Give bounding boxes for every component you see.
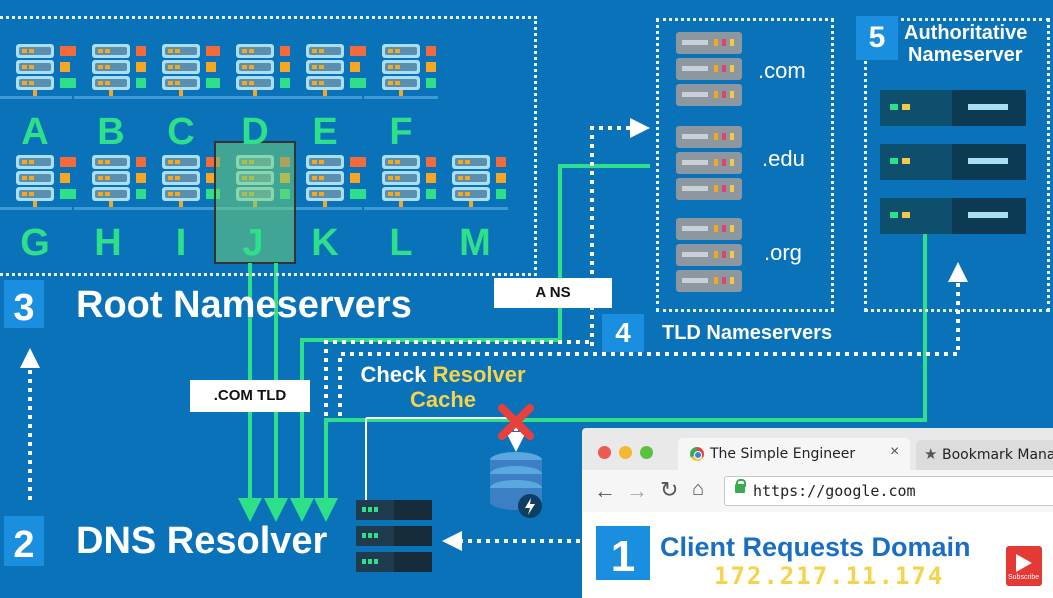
dns-resolver-title: DNS Resolver [76,520,328,562]
authoritative-title-line2: Nameserver [908,44,1023,66]
tld-domain-edu: .edu [762,146,805,171]
step-1-badge: 1 [596,526,650,581]
j-highlight [214,141,296,264]
home-icon[interactable]: ⌂ [692,478,705,500]
cache-label-part2: Resolver [432,362,526,387]
tab-bookmark-manager[interactable]: ★ Bookmark Manag [916,440,1053,470]
tab-title: Bookmark Manag [942,447,1053,463]
client-requests-title: Client Requests Domain [660,532,971,562]
reload-icon[interactable]: ↻ [660,477,679,502]
root-letter: A [21,111,49,153]
chrome-logo-icon [690,447,704,461]
url-text: https://google.com [753,482,916,500]
play-icon [1016,554,1032,572]
url-bar[interactable]: https://google.com [724,476,1053,506]
root-letter: D [241,111,269,153]
browser-content [582,512,1053,598]
root-nameservers-box [0,16,537,276]
tab-close-icon[interactable]: × [890,443,900,460]
maximize-window-button[interactable] [640,446,653,459]
authoritative-title-line1: Authoritative [904,22,1028,44]
check-resolver-cache-label: Check Resolver Cache [348,362,538,412]
root-letter: L [389,222,413,264]
root-letter: I [175,222,187,264]
star-icon: ★ [924,446,938,463]
root-nameservers-title: Root Nameservers [76,284,412,326]
back-arrow-icon[interactable]: ← [594,478,616,503]
step-2-badge: 2 [4,516,44,566]
com-tld-label: .COM TLD [190,380,310,412]
subscribe-label: Subscribe [1008,574,1040,581]
step-4-badge: 4 [602,314,644,352]
lock-shackle [736,479,746,487]
forward-arrow-icon[interactable]: → [626,478,648,503]
ip-address: 172.217.11.174 [714,562,945,590]
browser-toolbar: ← → ↻ ⌂ https://google.com [582,470,1053,512]
root-letter: G [20,222,50,264]
root-letter: B [97,111,125,153]
root-letter: C [167,111,195,153]
cache-miss-x-icon [498,404,534,440]
tab-title: The Simple Engineer [710,446,856,462]
authoritative-server-icon [880,90,1026,234]
root-letter: F [389,111,413,153]
cache-label-part1: Check [360,362,433,387]
step-5-badge: 5 [856,16,898,60]
cache-label-part3: Cache [409,387,477,412]
tld-nameservers-title: TLD Nameservers [662,322,833,344]
root-letter: M [459,222,491,264]
tld-domain-org: .org [764,240,802,265]
browser-window: The Simple Engineer × ★ Bookmark Manag ←… [582,428,1053,598]
a-ns-label: A NS [494,278,612,308]
root-letter: H [94,222,122,264]
root-letter: J [242,222,264,264]
root-letter: K [311,222,339,264]
authoritative-nameserver-box [864,18,1050,312]
step-3-badge: 3 [4,280,44,329]
tab-the-simple-engineer[interactable]: The Simple Engineer × [678,438,910,470]
minimize-window-button[interactable] [619,446,632,459]
database-cache-icon [490,452,542,518]
root-letter: E [312,111,338,153]
tld-domain-com: .com [758,58,806,83]
dns-resolver-server-icon [356,500,432,572]
close-window-button[interactable] [598,446,611,459]
tld-nameservers-box [656,18,834,312]
subscribe-button[interactable]: Subscribe [1006,546,1042,586]
lock-icon [735,484,745,493]
